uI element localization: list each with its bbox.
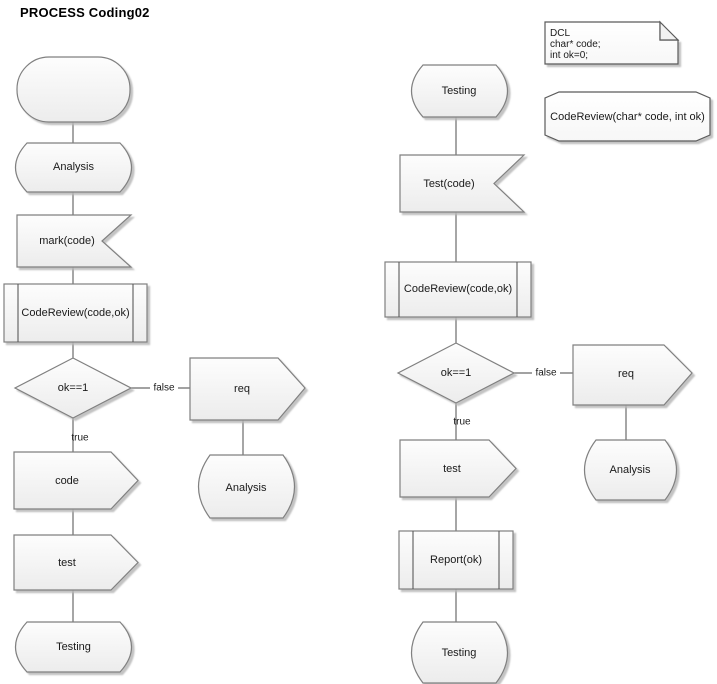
- node-right-branch-analysis[interactable]: Analysis: [584, 439, 677, 501]
- node-left-test[interactable]: test: [13, 534, 139, 591]
- node-left-analysis[interactable]: Analysis: [14, 142, 133, 193]
- note-line-3: int ok=0;: [550, 50, 588, 61]
- node-label: Analysis: [226, 482, 267, 494]
- node-left-decision[interactable]: ok==1: [13, 357, 133, 419]
- left-edge-labels: false true: [71, 381, 178, 444]
- node-label: ok==1: [441, 367, 472, 379]
- node-right-codereview[interactable]: CodeReview(code,ok): [384, 261, 532, 318]
- node-right-report[interactable]: Report(ok): [398, 530, 514, 590]
- edge-label-false: false: [535, 368, 557, 379]
- node-left-branch-analysis[interactable]: Analysis: [198, 454, 295, 519]
- node-label: test: [58, 557, 76, 569]
- signature-box[interactable]: CodeReview(char* code, int ok): [544, 91, 711, 142]
- node-left-codereview[interactable]: CodeReview(code,ok): [3, 283, 148, 343]
- node-label: Report(ok): [430, 554, 482, 566]
- left-connectors: [72, 122, 244, 622]
- node-left-code[interactable]: code: [13, 451, 139, 510]
- right-edge-labels: false true: [453, 366, 560, 428]
- node-label: Analysis: [53, 161, 94, 173]
- node-label: Analysis: [610, 464, 651, 476]
- node-left-req[interactable]: req: [189, 357, 306, 421]
- page-title: PROCESS Coding02: [20, 5, 150, 20]
- node-label: req: [234, 383, 250, 395]
- node-label: test: [443, 463, 461, 475]
- node-label: Testing: [442, 85, 477, 97]
- declaration-note[interactable]: DCL char* code; int ok=0;: [544, 20, 680, 65]
- node-left-terminator[interactable]: [16, 56, 131, 123]
- node-right-testing-top[interactable]: Testing: [410, 64, 509, 118]
- node-label: Testing: [442, 647, 477, 659]
- node-label: Test(code): [423, 178, 474, 190]
- node-label: CodeReview(code,ok): [404, 283, 512, 295]
- node-right-testing-bottom[interactable]: Testing: [411, 621, 508, 684]
- node-right-req[interactable]: req: [572, 344, 693, 406]
- right-connectors: [455, 117, 627, 622]
- node-label: mark(code): [39, 235, 95, 247]
- node-label: CodeReview(code,ok): [21, 307, 129, 319]
- note-line-2: char* code;: [550, 39, 601, 50]
- node-left-mark[interactable]: mark(code): [16, 214, 133, 268]
- node-right-decision[interactable]: ok==1: [396, 342, 516, 404]
- signature-label: CodeReview(char* code, int ok): [550, 111, 705, 123]
- edge-label-false: false: [153, 383, 175, 394]
- node-right-test[interactable]: test: [399, 439, 517, 498]
- node-right-test-code[interactable]: Test(code): [399, 154, 526, 213]
- note-line-1: DCL: [550, 28, 570, 39]
- node-label: req: [618, 368, 634, 380]
- node-label: ok==1: [58, 382, 89, 394]
- edge-label-true: true: [71, 433, 89, 444]
- node-label: Testing: [56, 641, 91, 653]
- edge-label-true: true: [453, 417, 471, 428]
- node-label: code: [55, 475, 79, 487]
- node-left-testing[interactable]: Testing: [14, 621, 133, 673]
